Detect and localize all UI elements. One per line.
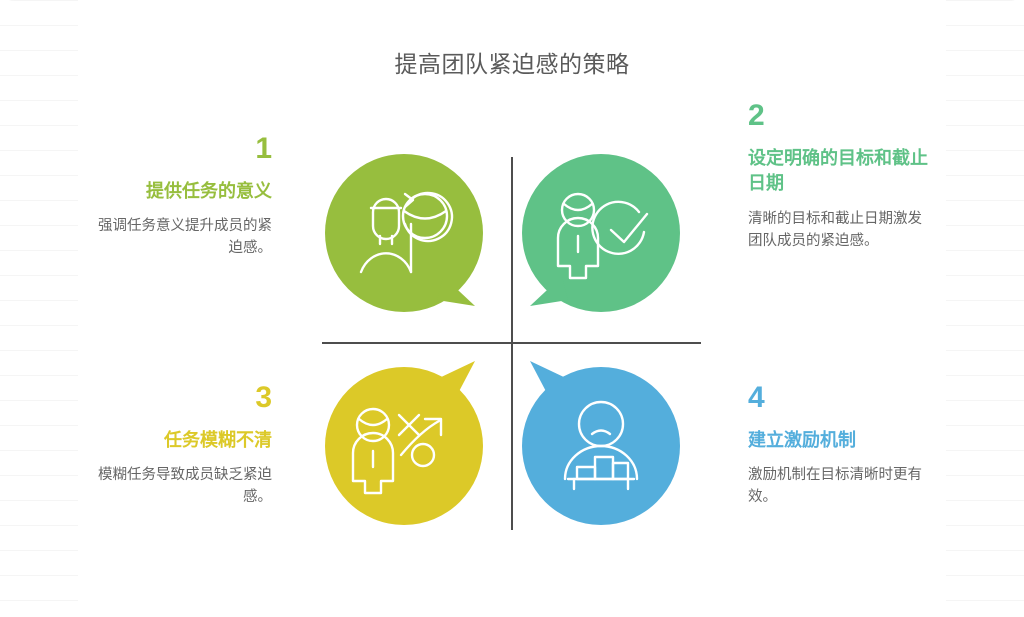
quadrant-bubble-4[interactable] bbox=[522, 361, 680, 525]
quadrant-number-3: 3 bbox=[255, 381, 272, 414]
quadrant-text-2: 2 设定明确的目标和截止日期 清晰的目标和截止日期激发团队成员的紧迫感。 bbox=[748, 100, 928, 252]
person-with-globe-refresh-icon bbox=[359, 191, 454, 274]
quadrant-bubble-2[interactable] bbox=[522, 154, 680, 312]
quadrant-divider-horizontal bbox=[322, 342, 701, 344]
quadrant-bubble-1[interactable] bbox=[325, 154, 483, 312]
quadrant-desc-3: 模糊任务导致成员缺乏紧迫感。 bbox=[98, 467, 272, 506]
speech-bubble-shape-2 bbox=[522, 154, 680, 312]
quadrant-desc-4: 激励机制在目标清晰时更有效。 bbox=[748, 467, 922, 506]
quadrant-text-1: 1 提供任务的意义 强调任务意义提升成员的紧迫感。 bbox=[92, 133, 272, 259]
person-with-check-circle-icon bbox=[556, 192, 649, 280]
person-with-podium-icon bbox=[563, 400, 639, 491]
speech-bubble-shape-4 bbox=[522, 361, 680, 525]
quadrant-heading-1: 提供任务的意义 bbox=[146, 180, 272, 201]
quadrant-heading-4: 建立激励机制 bbox=[748, 429, 856, 450]
quadrant-heading-2: 设定明确的目标和截止日期 bbox=[748, 147, 928, 194]
quadrant-number-4: 4 bbox=[748, 381, 765, 414]
quadrant-text-3: 3 任务模糊不清 模糊任务导致成员缺乏紧迫感。 bbox=[92, 382, 272, 508]
quadrant-number-1: 1 bbox=[255, 132, 272, 165]
person-with-tactics-arrow-icon bbox=[351, 407, 443, 495]
quadrant-desc-1: 强调任务意义提升成员的紧迫感。 bbox=[98, 218, 272, 257]
quadrant-desc-2: 清晰的目标和截止日期激发团队成员的紧迫感。 bbox=[748, 210, 922, 249]
speech-bubble-shape-3 bbox=[325, 361, 483, 525]
quadrant-number-2: 2 bbox=[748, 99, 765, 132]
speech-bubble-shape-1 bbox=[325, 154, 483, 312]
quadrant-heading-3: 任务模糊不清 bbox=[164, 429, 272, 450]
quadrant-bubble-3[interactable] bbox=[325, 361, 483, 525]
page-title: 提高团队紧迫感的策略 bbox=[394, 51, 630, 77]
quadrant-text-4: 4 建立激励机制 激励机制在目标清晰时更有效。 bbox=[748, 382, 928, 508]
